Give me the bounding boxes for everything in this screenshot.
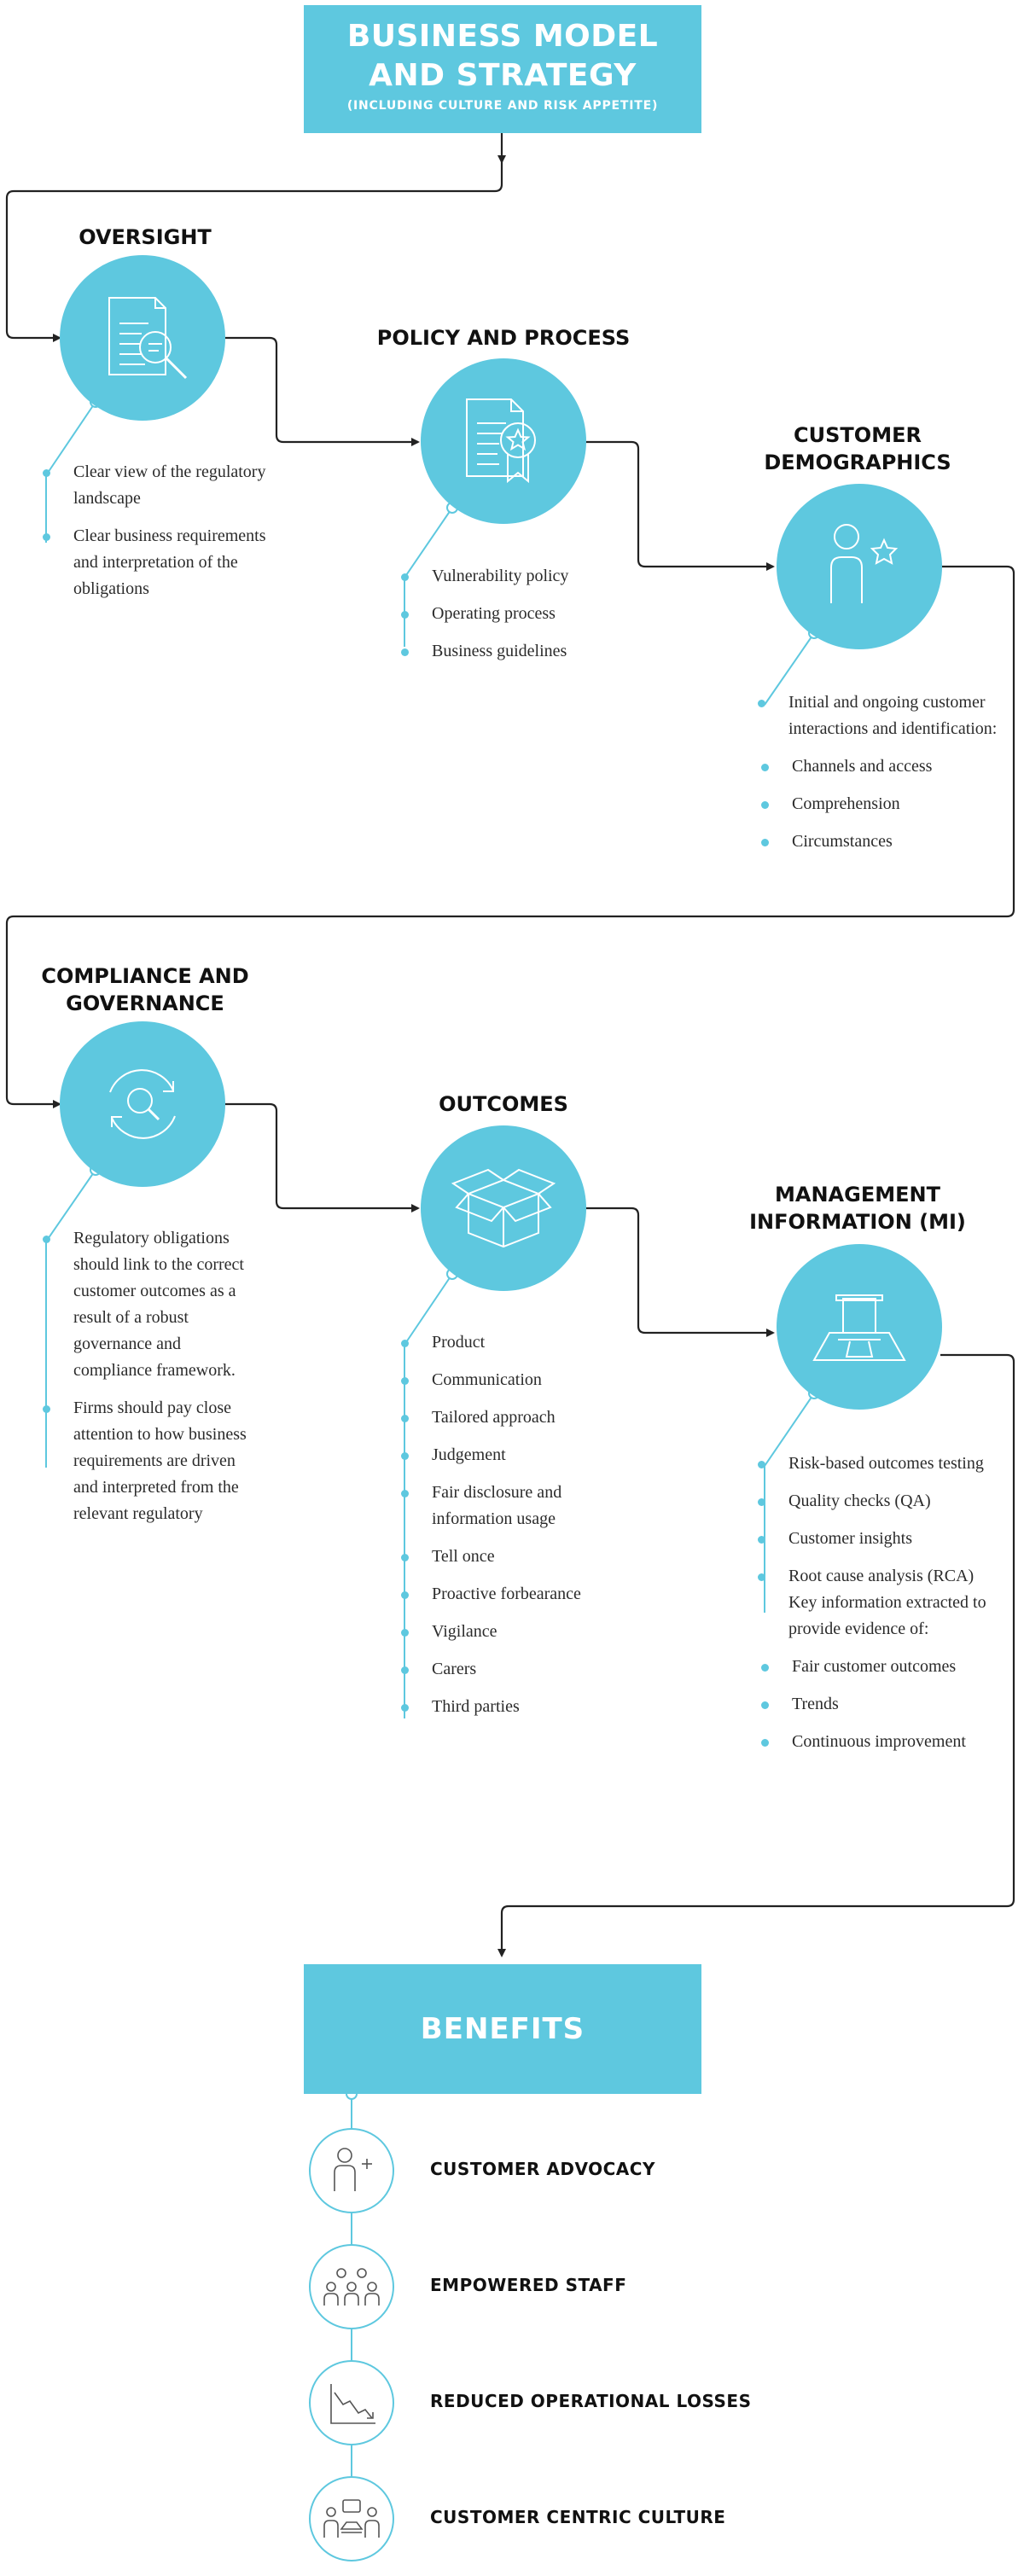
list-item: Continuous improvement xyxy=(758,1729,997,1755)
business-model-title-line2: AND STRATEGY xyxy=(369,58,637,93)
demographics-heading: CUSTOMER DEMOGRAPHICS xyxy=(734,422,981,476)
person-star-icon xyxy=(830,524,899,603)
list-item: Clear view of the regulatory landscape xyxy=(43,459,273,512)
benefit-circle-losses xyxy=(309,2360,394,2445)
mi-circle xyxy=(777,1244,942,1410)
compliance-circle xyxy=(60,1021,225,1187)
refresh-search-icon xyxy=(109,1069,176,1139)
list-item: Fair customer outcomes xyxy=(758,1654,997,1680)
list-item: Clear business requirements and interpre… xyxy=(43,523,273,602)
mi-heading-line1: MANAGEMENT xyxy=(775,1183,940,1207)
list-item: Proactive forbearance xyxy=(401,1581,631,1608)
oversight-heading: OVERSIGHT xyxy=(79,225,212,249)
business-model-title-line1: BUSINESS MODEL xyxy=(346,19,659,54)
list-item: Third parties xyxy=(401,1694,631,1720)
compliance-list: Regulatory obligations should link to th… xyxy=(43,1225,256,1538)
business-model-box: BUSINESS MODEL AND STRATEGY (INCLUDING C… xyxy=(304,5,701,133)
benefit-label: EMPOWERED STAFF xyxy=(430,2275,627,2295)
list-item: Root cause analysis (RCA) Key informatio… xyxy=(758,1563,997,1643)
policy-circle xyxy=(421,358,586,524)
certificate-icon xyxy=(466,398,536,484)
list-item: Trends xyxy=(758,1691,997,1718)
business-model-subtitle: (INCLUDING CULTURE AND RISK APPETITE) xyxy=(346,99,659,113)
list-item: Channels and access xyxy=(758,753,1005,780)
meeting-people-icon xyxy=(323,2499,380,2538)
compliance-heading-line2: GOVERNANCE xyxy=(66,991,224,1015)
outcomes-circle xyxy=(421,1125,586,1291)
demographics-circle xyxy=(777,484,942,649)
list-item: Vulnerability policy xyxy=(401,563,640,590)
oversight-circle xyxy=(60,255,225,421)
monitor-desk-icon xyxy=(812,1294,906,1361)
policy-list: Vulnerability policy Operating process B… xyxy=(401,563,640,676)
mi-heading: MANAGEMENT INFORMATION (MI) xyxy=(734,1181,981,1236)
policy-heading: POLICY AND PROCESS xyxy=(376,326,631,350)
demographics-heading-line1: CUSTOMER xyxy=(794,423,922,447)
list-item: Tell once xyxy=(401,1544,631,1570)
list-item: Judgement xyxy=(401,1442,631,1468)
benefit-label: REDUCED OPERATIONAL LOSSES xyxy=(430,2391,752,2411)
outcomes-heading: OUTCOMES xyxy=(439,1092,568,1116)
document-search-icon xyxy=(108,297,188,380)
benefit-circle-advocacy xyxy=(309,2128,394,2213)
list-item: Regulatory obligations should link to th… xyxy=(43,1225,256,1384)
people-group-icon xyxy=(323,2268,380,2306)
mi-list: Risk-based outcomes testing Quality chec… xyxy=(758,1451,997,1766)
person-plus-icon xyxy=(334,2148,372,2191)
list-item: Vigilance xyxy=(401,1619,631,1645)
benefit-circle-culture xyxy=(309,2476,394,2561)
list-item: Firms should pay close attention to how … xyxy=(43,1395,256,1527)
open-box-icon xyxy=(451,1168,556,1248)
list-item: Carers xyxy=(401,1656,631,1683)
list-item: Product xyxy=(401,1329,631,1356)
benefits-box: BENEFITS xyxy=(304,1964,701,2094)
list-item: Tailored approach xyxy=(401,1404,631,1431)
outcomes-list: Product Communication Tailored approach … xyxy=(401,1329,631,1731)
benefit-label: CUSTOMER CENTRIC CULTURE xyxy=(430,2507,726,2527)
mi-heading-line2: INFORMATION (MI) xyxy=(749,1210,966,1234)
oversight-list: Clear view of the regulatory landscape C… xyxy=(43,459,273,613)
benefit-circle-staff xyxy=(309,2244,394,2329)
list-item: Circumstances xyxy=(758,829,1005,855)
list-item: Communication xyxy=(401,1367,631,1393)
list-item: Quality checks (QA) xyxy=(758,1488,997,1515)
list-item: Business guidelines xyxy=(401,638,640,665)
demographics-intro: Initial and ongoing customer interaction… xyxy=(758,689,1005,742)
list-item: Operating process xyxy=(401,601,640,627)
compliance-heading-line1: COMPLIANCE AND xyxy=(41,964,249,988)
list-item: Fair disclosure and information usage xyxy=(401,1480,631,1532)
demographics-list: Initial and ongoing customer interaction… xyxy=(758,689,1005,866)
demographics-heading-line2: DEMOGRAPHICS xyxy=(764,451,951,474)
declining-chart-icon xyxy=(330,2384,375,2424)
list-item: Risk-based outcomes testing xyxy=(758,1451,997,1477)
compliance-heading: COMPLIANCE AND GOVERNANCE xyxy=(26,962,265,1017)
benefit-label: CUSTOMER ADVOCACY xyxy=(430,2159,655,2179)
list-item: Customer insights xyxy=(758,1526,997,1552)
list-item: Comprehension xyxy=(758,791,1005,817)
